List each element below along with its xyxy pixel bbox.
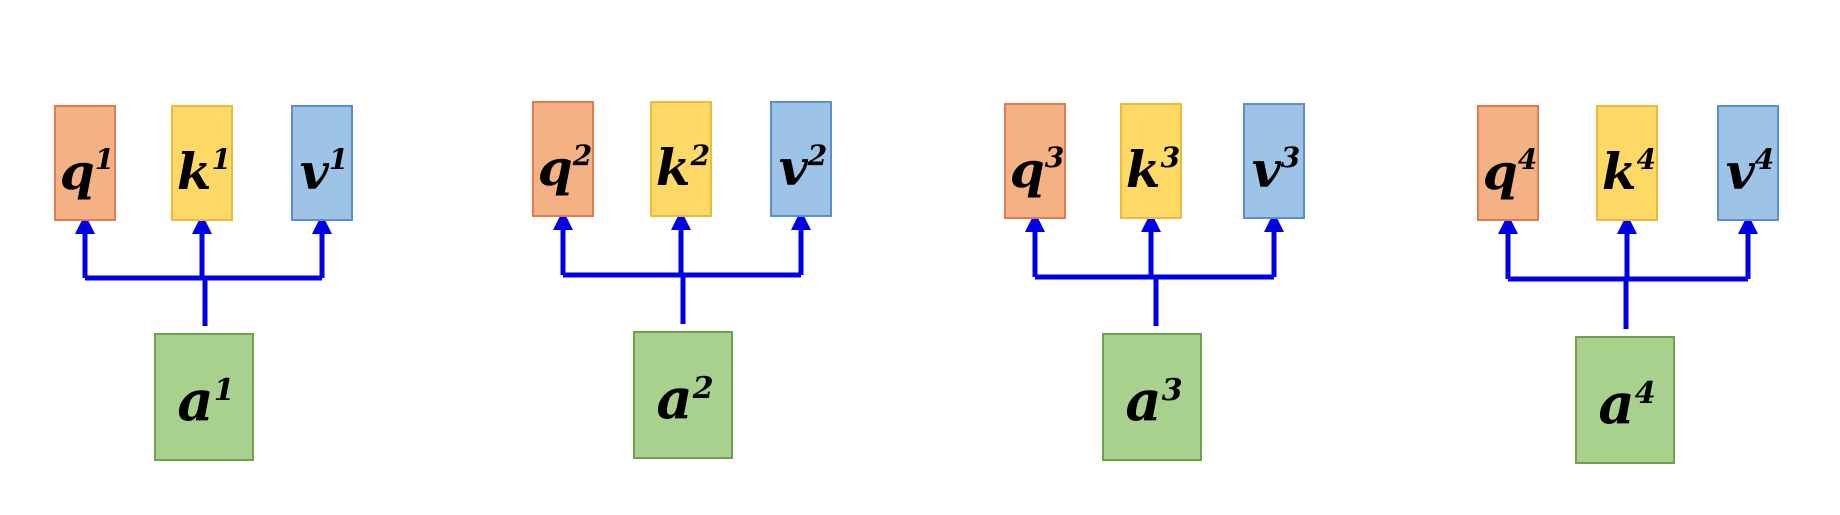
key-box-2 (650, 101, 712, 217)
query-label-2: q2 (538, 138, 592, 197)
input-label-2-base: a (656, 366, 692, 432)
query-label-1: q1 (60, 142, 114, 201)
query-label-4-superscript: 4 (1518, 143, 1537, 176)
key-label-1-base: k (177, 142, 212, 201)
key-label-2-superscript: 2 (690, 139, 710, 172)
input-label-4-superscript: 4 (1635, 376, 1656, 411)
value-box-2 (770, 101, 832, 217)
input-label-1-base: a (177, 368, 213, 434)
value-box-3 (1243, 103, 1305, 219)
key-box-4 (1596, 105, 1658, 221)
key-label-1: k1 (177, 142, 231, 201)
input-label-1: a1 (177, 368, 234, 434)
input-box-2 (633, 331, 733, 459)
query-box-2 (532, 101, 594, 217)
value-label-3-base: v (1252, 140, 1282, 199)
key-label-1-superscript: 1 (212, 143, 231, 176)
input-label-3-base: a (1125, 368, 1161, 434)
input-label-3: a3 (1125, 368, 1182, 434)
value-label-4-superscript: 4 (1755, 143, 1774, 176)
value-label-2-base: v (779, 138, 809, 197)
input-label-4: a4 (1598, 371, 1655, 437)
query-label-4-base: q (1483, 142, 1518, 201)
value-label-4-base: v (1726, 142, 1756, 201)
value-label-2: v2 (779, 138, 828, 197)
projection-arrows-3 (1025, 212, 1284, 326)
value-box-1 (291, 105, 353, 221)
value-label-1-superscript: 1 (329, 143, 348, 176)
input-label-4-base: a (1598, 371, 1634, 437)
value-label-1: v1 (300, 142, 349, 201)
value-box-4 (1717, 105, 1779, 221)
key-label-4: k4 (1602, 142, 1656, 201)
query-box-3 (1004, 103, 1066, 219)
query-label-2-base: q (538, 138, 573, 197)
key-label-2-base: k (656, 138, 691, 197)
key-label-3-base: k (1126, 140, 1161, 199)
input-box-4 (1575, 336, 1675, 464)
input-label-2: a2 (656, 366, 713, 432)
query-label-1-superscript: 1 (95, 143, 114, 176)
value-label-2-superscript: 2 (807, 139, 827, 172)
query-label-3-base: q (1010, 140, 1045, 199)
key-label-4-superscript: 4 (1637, 143, 1656, 176)
query-label-4: q4 (1483, 142, 1537, 201)
projection-arrows-2 (553, 210, 811, 324)
query-label-1-base: q (60, 142, 95, 201)
key-box-3 (1120, 103, 1182, 219)
query-label-3: q3 (1010, 140, 1064, 199)
key-label-3-superscript: 3 (1161, 141, 1180, 174)
query-box-1 (54, 105, 116, 221)
projection-arrows-1 (75, 214, 332, 326)
input-label-3-superscript: 3 (1162, 373, 1183, 408)
key-label-2: k2 (656, 138, 710, 197)
query-box-4 (1477, 105, 1539, 221)
key-label-4-base: k (1602, 142, 1637, 201)
query-label-3-superscript: 3 (1045, 141, 1064, 174)
key-box-1 (171, 105, 233, 221)
query-label-2-superscript: 2 (572, 139, 592, 172)
value-label-3: v3 (1252, 140, 1301, 199)
input-box-1 (154, 333, 254, 461)
value-label-4: v4 (1726, 142, 1775, 201)
key-label-3: k3 (1126, 140, 1180, 199)
value-label-3-superscript: 3 (1281, 141, 1300, 174)
input-label-1-superscript: 1 (214, 373, 235, 408)
value-label-1-base: v (300, 142, 330, 201)
input-label-2-superscript: 2 (692, 371, 714, 406)
input-box-3 (1102, 333, 1202, 461)
projection-arrows-4 (1498, 214, 1758, 329)
